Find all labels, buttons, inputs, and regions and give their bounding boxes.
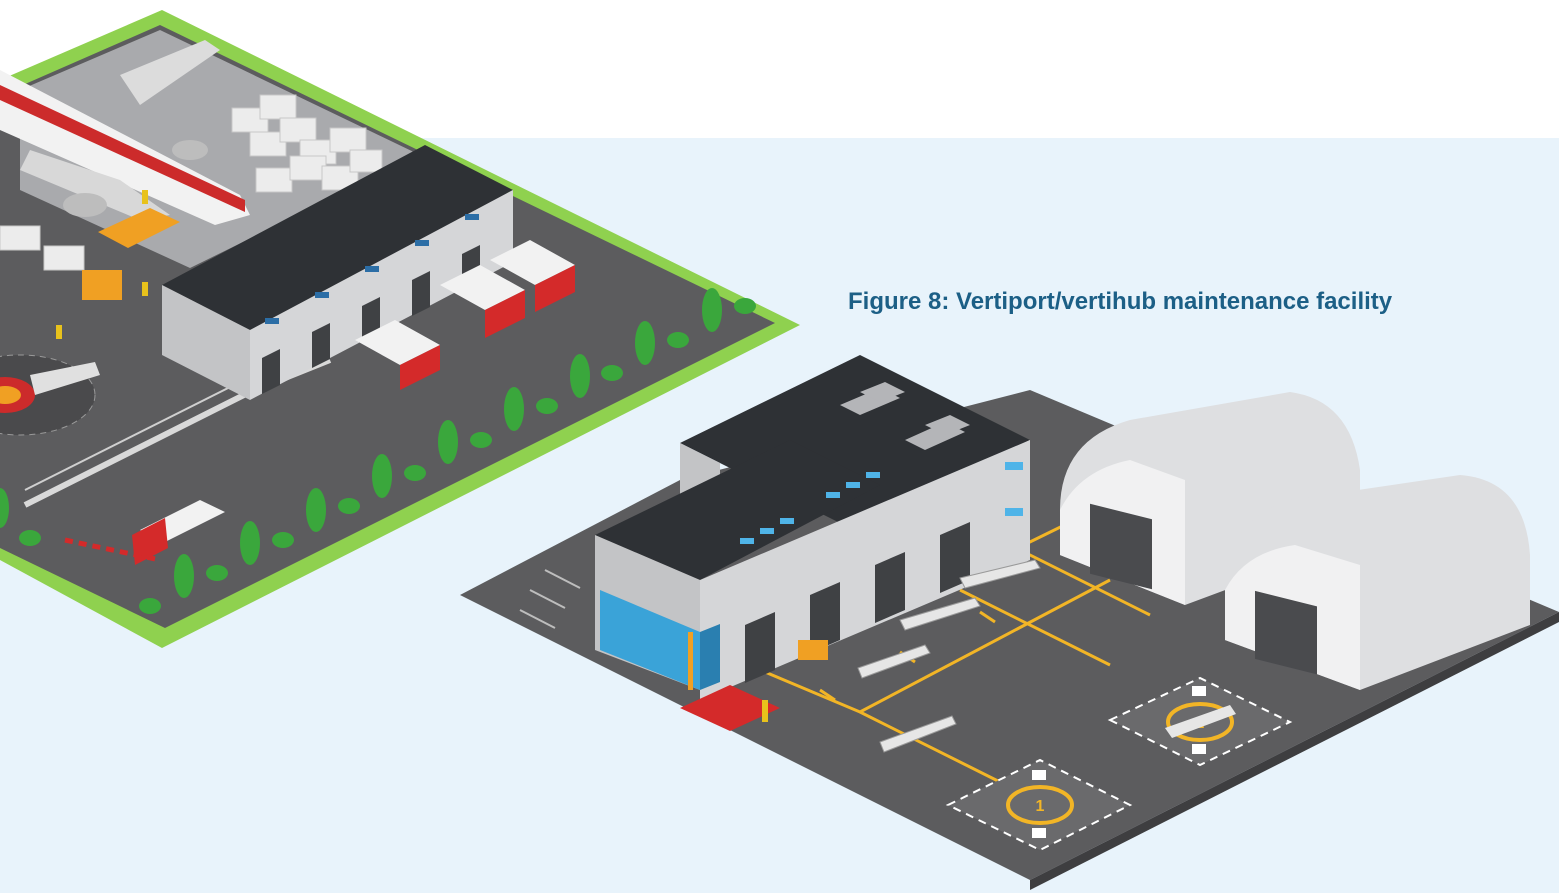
airliner-icon	[0, 40, 250, 225]
service-tug	[798, 640, 828, 660]
worker-icon	[762, 700, 768, 722]
pad-1-label: 1	[1036, 798, 1045, 815]
hangar-icons	[1060, 392, 1530, 690]
cargo-containers	[0, 94, 383, 271]
baggage-tug	[82, 270, 122, 300]
glass-entrance	[600, 590, 700, 690]
worker-icons	[56, 190, 148, 339]
figure-caption: Figure 8: Vertiport/vertihub maintenance…	[848, 288, 1393, 315]
semi-truck-icons	[132, 240, 575, 565]
cargo-airport-scene	[0, 10, 800, 648]
landing-pad-2: 2	[1107, 676, 1293, 767]
cargo-loader	[98, 208, 180, 248]
cargo-warehouse	[162, 145, 513, 400]
tree-icons	[0, 288, 756, 614]
evtol-aircraft-icons	[857, 559, 1041, 753]
landing-pad-1: 1	[945, 758, 1133, 852]
maintenance-building	[595, 355, 1030, 731]
vertiport-maintenance-scene: 1 2	[460, 355, 1559, 890]
road-barrier	[64, 537, 161, 563]
helipad-left	[0, 354, 100, 436]
vertiport-asphalt-edge	[1030, 612, 1559, 890]
